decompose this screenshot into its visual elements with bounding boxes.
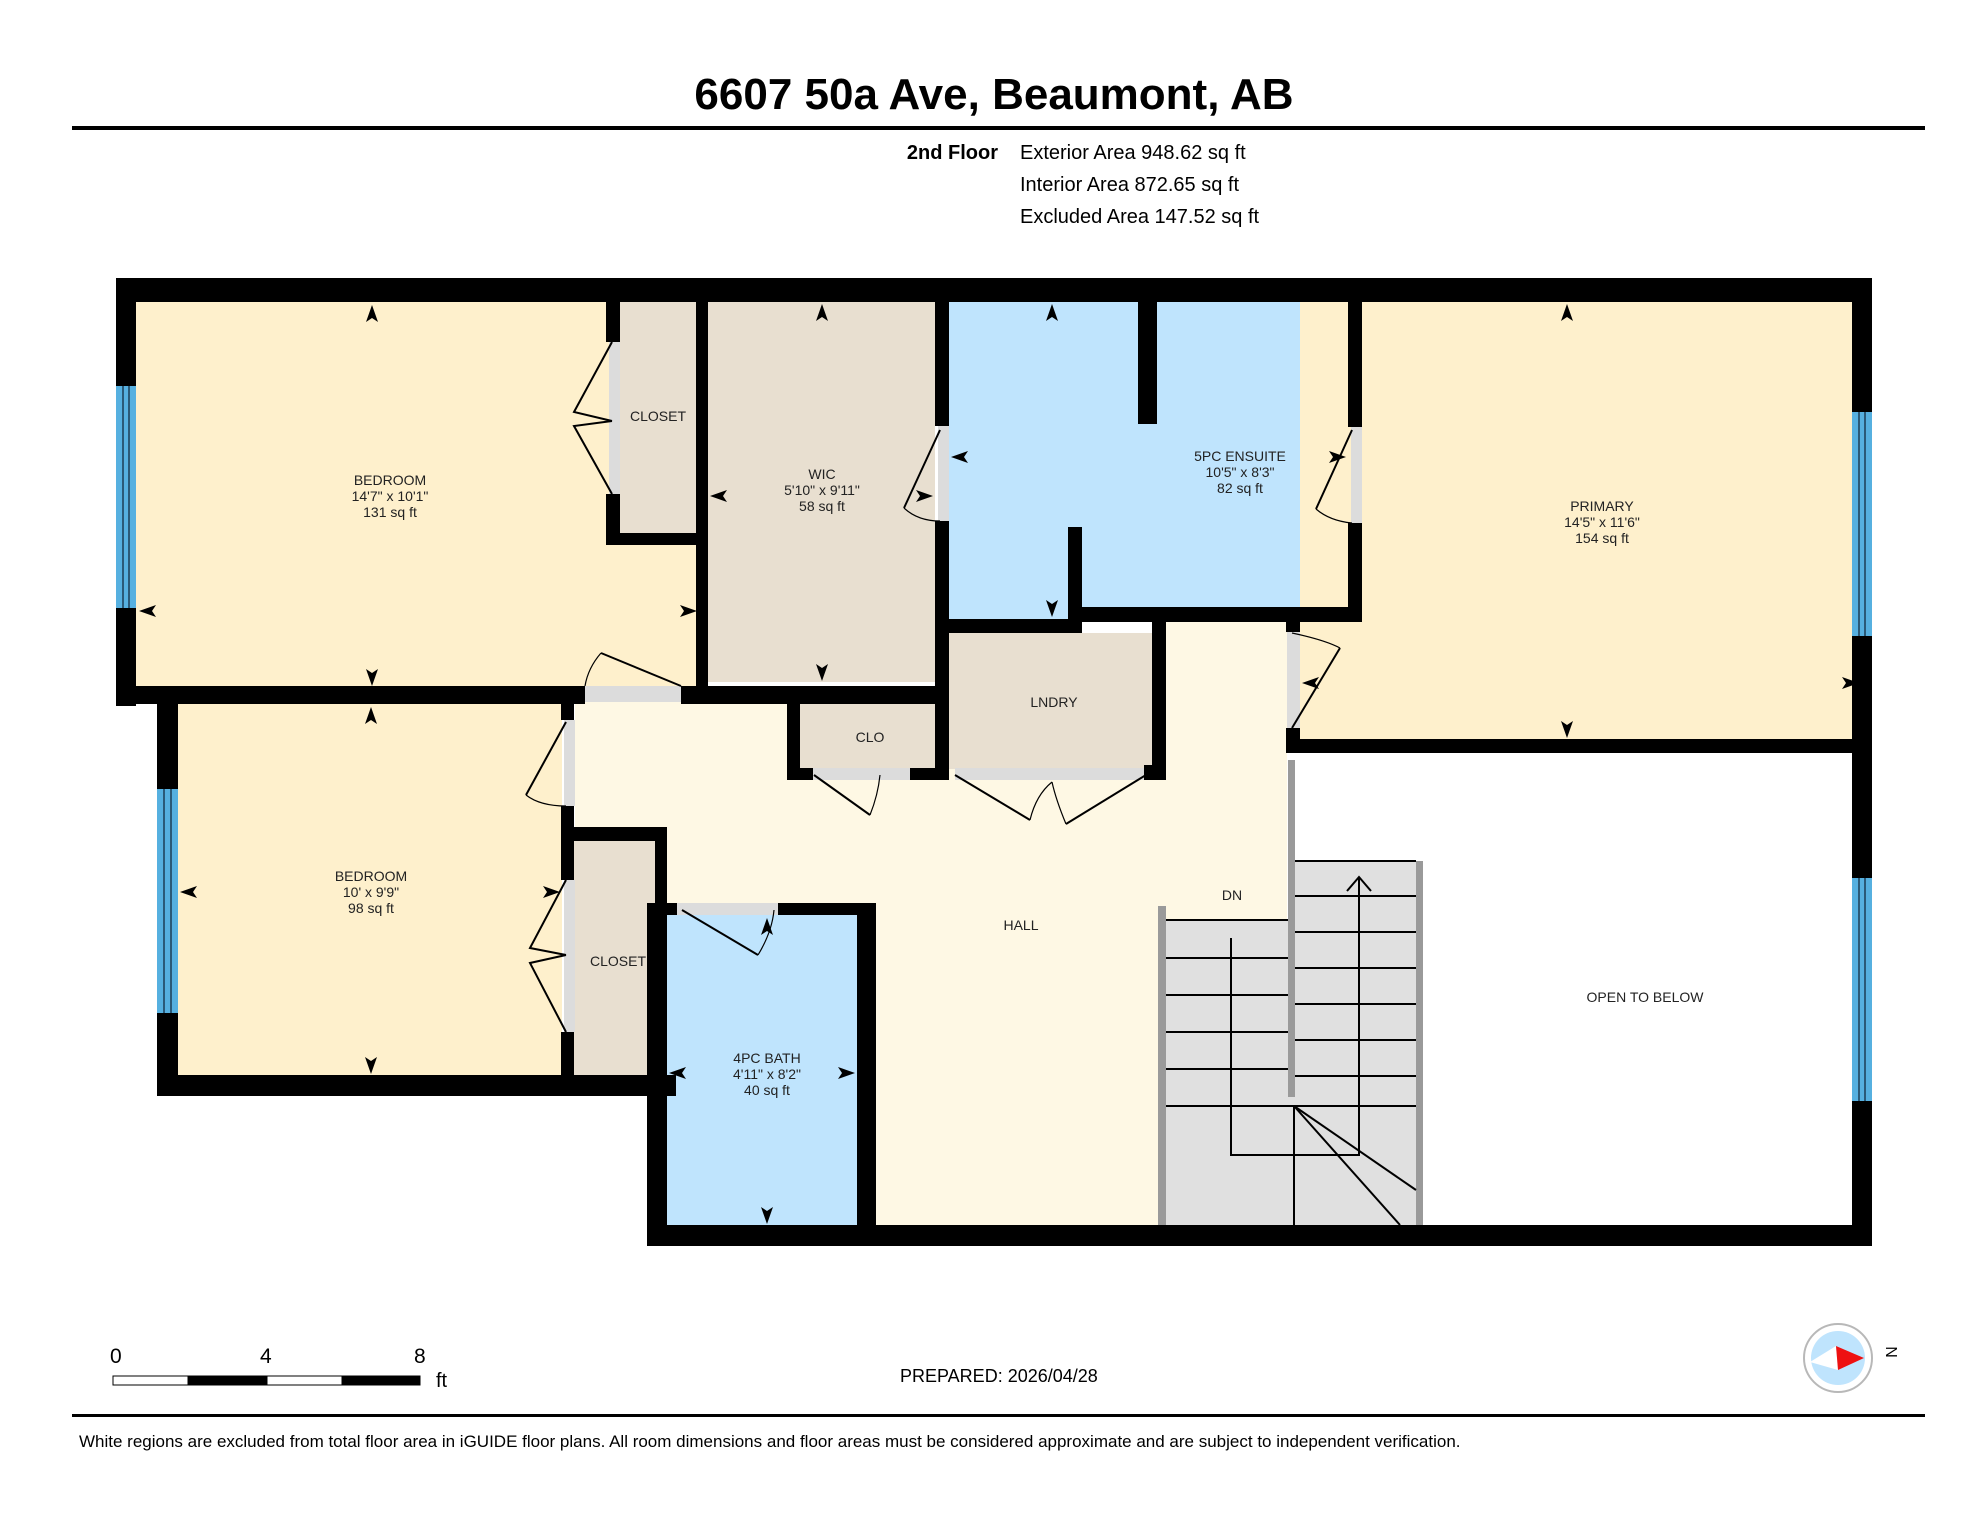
room-name: LNDRY (1030, 694, 1078, 710)
room-label-lndry: LNDRY (1030, 694, 1077, 710)
footer-disclaimer: White regions are excluded from total fl… (79, 1432, 1461, 1451)
room-label-closet-2: CLOSET (590, 953, 646, 969)
room-name: BEDROOM (353, 472, 427, 488)
bedroom-1-fill (136, 302, 698, 686)
bedroom-2-fill (178, 704, 562, 1076)
door-swings (525, 341, 1353, 1033)
room-name: PRIMARY (1570, 498, 1634, 514)
window-primary (1852, 412, 1872, 636)
room-dims: 4'11" x 8'2" (733, 1066, 801, 1082)
room-dims: 5'10" x 9'11" (784, 482, 860, 498)
room-name: OPEN TO BELOW (1586, 989, 1704, 1005)
bath-4pc-fill (667, 915, 857, 1225)
room-label-bath-4pc: 4PC BATH 4'11" x 8'2" 40 sq ft (733, 1050, 801, 1098)
window-bedroom-1 (116, 386, 136, 608)
dimension-arrows (139, 304, 1859, 1224)
room-name: DN (1221, 887, 1243, 903)
room-area: 154 sq ft (1575, 530, 1629, 546)
excluded-area: Excluded Area 147.52 sq ft (1020, 206, 1260, 228)
scale-unit: ft (436, 1370, 448, 1392)
room-area: 98 sq ft (348, 900, 394, 916)
door-openings (564, 342, 1362, 1032)
room-area: 58 sq ft (799, 498, 845, 514)
room-label-bedroom-2: BEDROOM 10' x 9'9" 98 sq ft (335, 868, 407, 916)
room-label-open-to-below: OPEN TO BELOW (1587, 989, 1704, 1005)
room-name: WIC (808, 466, 836, 482)
scale-bar (112, 1375, 421, 1386)
page-title: 6607 50a Ave, Beaumont, AB (694, 70, 1294, 119)
compass-icon (1803, 1323, 1873, 1393)
room-label-clo: CLO (856, 729, 885, 745)
room-name: BEDROOM (334, 868, 408, 884)
room-label-primary: PRIMARY 14'5" x 11'6" 154 sq ft (1564, 498, 1640, 546)
room-name: CLO (855, 729, 885, 745)
room-label-bedroom-1: BEDROOM 14'7" x 10'1" 131 sq ft (352, 472, 429, 520)
stair-rail-center (1288, 760, 1295, 1097)
stair-rail-left (1158, 906, 1166, 1225)
scale-label-0: 0 (110, 1345, 122, 1368)
room-label-closet-1: CLOSET (630, 408, 686, 424)
room-dims: 14'5" x 11'6" (1564, 514, 1640, 530)
room-area: 131 sq ft (363, 504, 417, 520)
room-dims: 14'7" x 10'1" (351, 488, 429, 504)
primary-fill (1300, 301, 1861, 739)
room-fills (136, 301, 1861, 1225)
floor-label: 2nd Floor (906, 142, 998, 164)
stairs-right-run (1294, 861, 1416, 1225)
scale-label-8: 8 (414, 1345, 426, 1368)
room-dims: 10' x 9'9" (342, 884, 400, 900)
room-name: 5PC ENSUITE (1194, 448, 1286, 464)
interior-area: Interior Area 872.65 sq ft (1020, 174, 1240, 196)
stairs-down-label: DN (1222, 887, 1242, 903)
ensuite-fill (949, 301, 1348, 619)
room-label-hall: HALL (1003, 917, 1038, 933)
prepared-date: PREPARED: 2026/04/28 (900, 1366, 1098, 1386)
clo-fill (800, 702, 935, 768)
closet-2-fill (574, 841, 656, 1075)
header-rule (72, 126, 1925, 130)
windows (116, 386, 1872, 1101)
lndry-fill (949, 633, 1152, 769)
window-bedroom-2 (157, 789, 178, 1013)
footer-rule (72, 1414, 1925, 1417)
room-name: HALL (1003, 917, 1039, 933)
closet-1-fill (620, 301, 696, 533)
room-label-wic: WIC 5'10" x 9'11" 58 sq ft (784, 466, 860, 514)
room-area: 82 sq ft (1217, 480, 1263, 496)
room-label-ensuite: 5PC ENSUITE 10'5" x 8'3" 82 sq ft (1194, 448, 1286, 496)
room-name: CLOSET (589, 953, 647, 969)
room-dims: 10'5" x 8'3" (1205, 464, 1275, 480)
room-name: CLOSET (629, 408, 687, 424)
window-open-to-below (1852, 878, 1872, 1101)
room-name: 4PC BATH (733, 1050, 801, 1066)
room-area: 40 sq ft (744, 1082, 790, 1098)
exterior-area: Exterior Area 948.62 sq ft (1020, 142, 1246, 164)
stair-rail-right (1416, 861, 1423, 1225)
scale-label-4: 4 (260, 1345, 272, 1368)
compass-north-label: N (1881, 1346, 1899, 1358)
wic-fill (708, 301, 935, 682)
stairs (1158, 760, 1423, 1226)
